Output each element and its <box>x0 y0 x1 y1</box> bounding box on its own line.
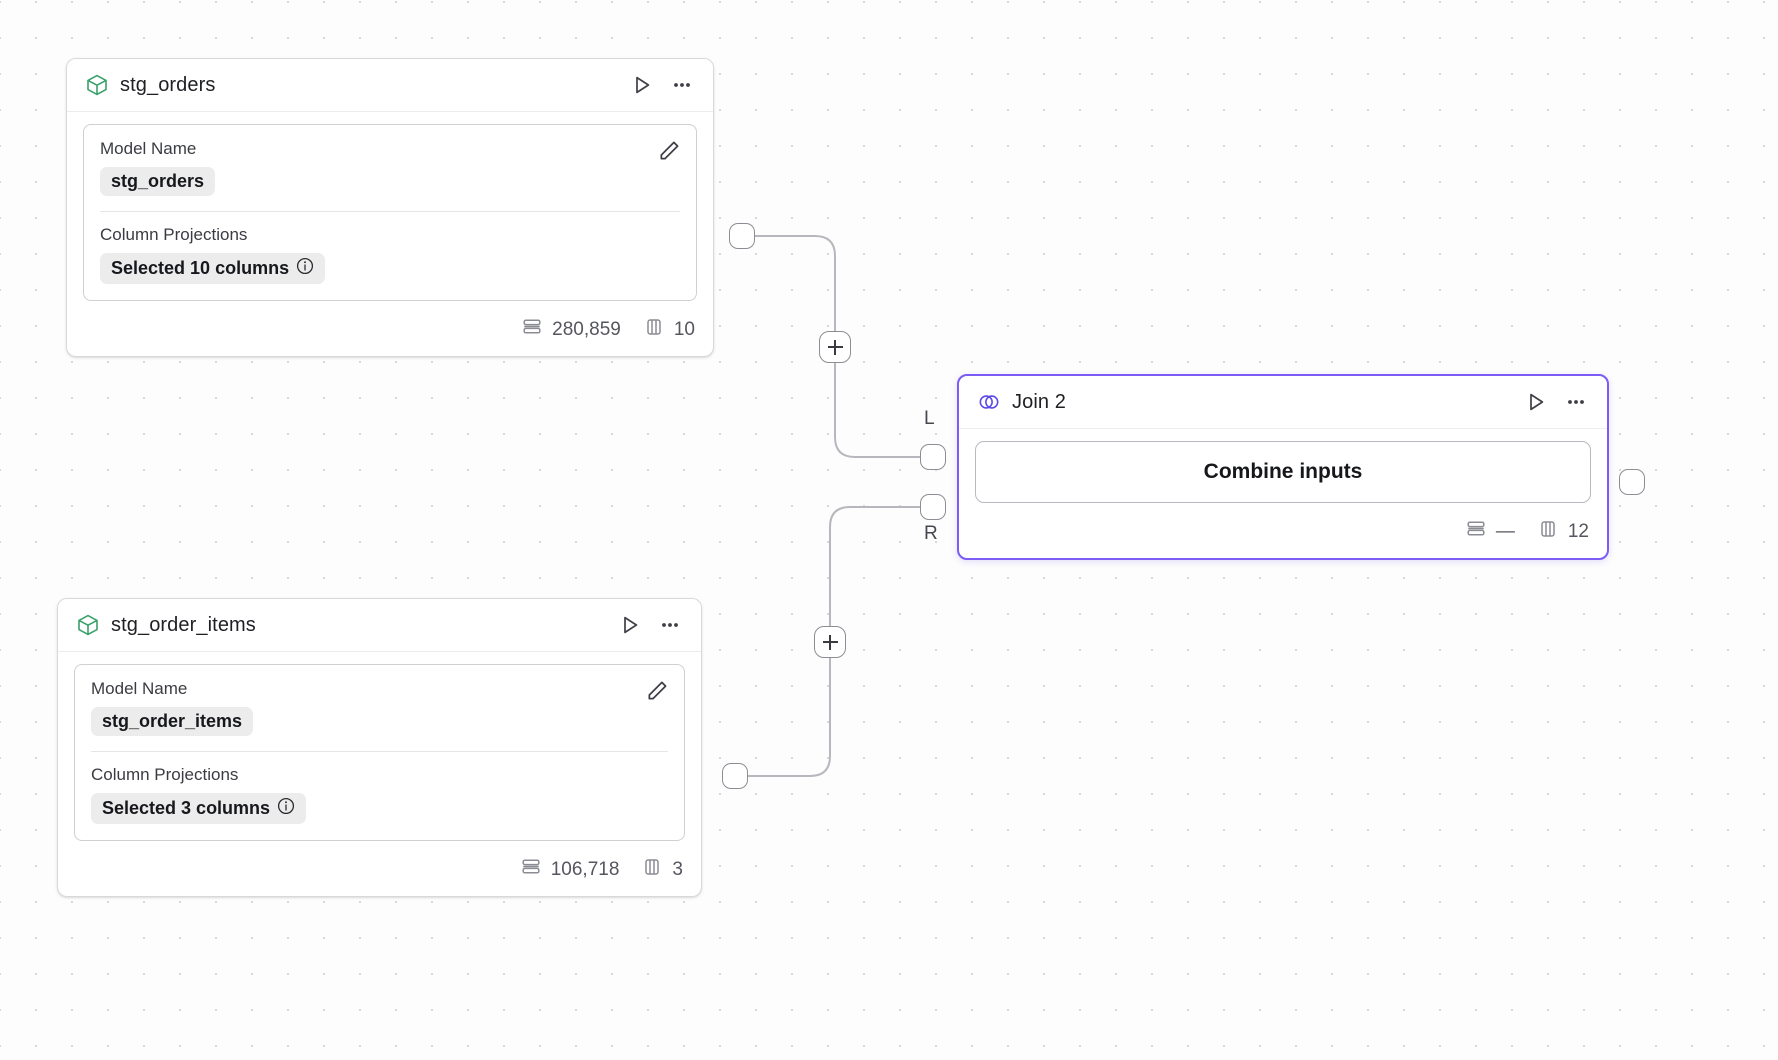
input-port-right-label: R <box>924 523 938 544</box>
info-icon[interactable] <box>277 797 295 820</box>
columns-icon <box>641 856 663 884</box>
model-name-label: Model Name <box>100 139 197 158</box>
combine-inputs-button[interactable]: Combine inputs <box>975 441 1591 503</box>
node-body: Combine inputs <box>959 429 1607 511</box>
row-count-stat: — <box>1465 518 1515 546</box>
column-count-value: 3 <box>672 859 683 880</box>
model-name-value[interactable]: stg_order_items <box>91 707 254 736</box>
venn-icon <box>977 390 1001 414</box>
node-header-actions <box>617 612 683 638</box>
node-footer: — 12 <box>959 511 1607 558</box>
run-icon[interactable] <box>617 612 643 638</box>
node-body: Model Name stg_order_items Column Projec… <box>58 652 701 849</box>
rows-icon <box>520 856 542 884</box>
rows-icon <box>1465 518 1487 546</box>
column-projections-text: Selected 10 columns <box>111 258 290 278</box>
column-projections-value[interactable]: Selected 10 columns <box>100 253 326 284</box>
edit-icon[interactable] <box>645 677 671 708</box>
model-name-label: Model Name <box>91 679 188 698</box>
info-icon[interactable] <box>296 257 314 280</box>
output-port-join-2[interactable] <box>1619 469 1645 495</box>
node-footer: 280,859 10 <box>67 309 713 356</box>
row-count-stat: 280,859 <box>521 316 621 344</box>
output-port-stg-order-items[interactable] <box>722 763 748 789</box>
node-header: Join 2 <box>959 376 1607 429</box>
row-count-value: 280,859 <box>552 319 621 340</box>
cube-icon <box>85 73 109 97</box>
node-header: stg_orders <box>67 59 713 112</box>
node-title: stg_orders <box>120 73 216 96</box>
node-header-actions <box>1523 389 1589 415</box>
run-icon[interactable] <box>1523 389 1549 415</box>
column-projections-value[interactable]: Selected 3 columns <box>91 793 307 824</box>
row-count-value: 106,718 <box>550 859 620 880</box>
property-card: Model Name stg_order_items Column Projec… <box>74 664 685 841</box>
output-port-stg-orders[interactable] <box>729 223 755 249</box>
input-port-left-label: L <box>924 408 935 429</box>
node-footer: 106,718 3 <box>58 849 701 896</box>
node-title: stg_order_items <box>111 613 256 636</box>
model-name-value[interactable]: stg_orders <box>100 167 216 196</box>
column-count-stat: 3 <box>641 856 683 884</box>
node-header: stg_order_items <box>58 599 701 652</box>
edit-icon[interactable] <box>657 137 683 168</box>
run-icon[interactable] <box>629 72 655 98</box>
column-count-stat: 10 <box>643 316 695 344</box>
divider <box>100 211 680 212</box>
node-stg-order-items[interactable]: stg_order_items <box>57 598 702 897</box>
divider <box>91 751 668 752</box>
more-options-icon[interactable] <box>669 72 695 98</box>
row-count-stat: 106,718 <box>520 856 620 884</box>
more-options-icon[interactable] <box>657 612 683 638</box>
node-title: Join 2 <box>1012 390 1066 413</box>
node-join-2[interactable]: Join 2 Combine inputs <box>957 374 1609 560</box>
column-projections-label: Column Projections <box>91 765 239 784</box>
more-options-icon[interactable] <box>1563 389 1589 415</box>
columns-icon <box>643 316 665 344</box>
rows-icon <box>521 316 543 344</box>
column-count-value: 10 <box>673 319 695 340</box>
node-body: Model Name stg_orders Column Projections… <box>67 112 713 309</box>
add-node-on-edge-lower-button[interactable] <box>814 626 846 658</box>
input-port-join-left[interactable] <box>920 444 946 470</box>
add-node-on-edge-upper-button[interactable] <box>819 331 851 363</box>
input-port-join-right[interactable] <box>920 494 946 520</box>
column-count-stat: 12 <box>1537 518 1589 546</box>
column-count-value: 12 <box>1567 521 1589 542</box>
property-card: Model Name stg_orders Column Projections… <box>83 124 697 301</box>
column-projections-text: Selected 3 columns <box>102 798 271 818</box>
cube-icon <box>76 613 100 637</box>
node-stg-orders[interactable]: stg_orders <box>66 58 714 357</box>
row-count-value: — <box>1495 521 1515 542</box>
node-header-actions <box>629 72 695 98</box>
column-projections-label: Column Projections <box>100 225 248 244</box>
columns-icon <box>1537 518 1559 546</box>
